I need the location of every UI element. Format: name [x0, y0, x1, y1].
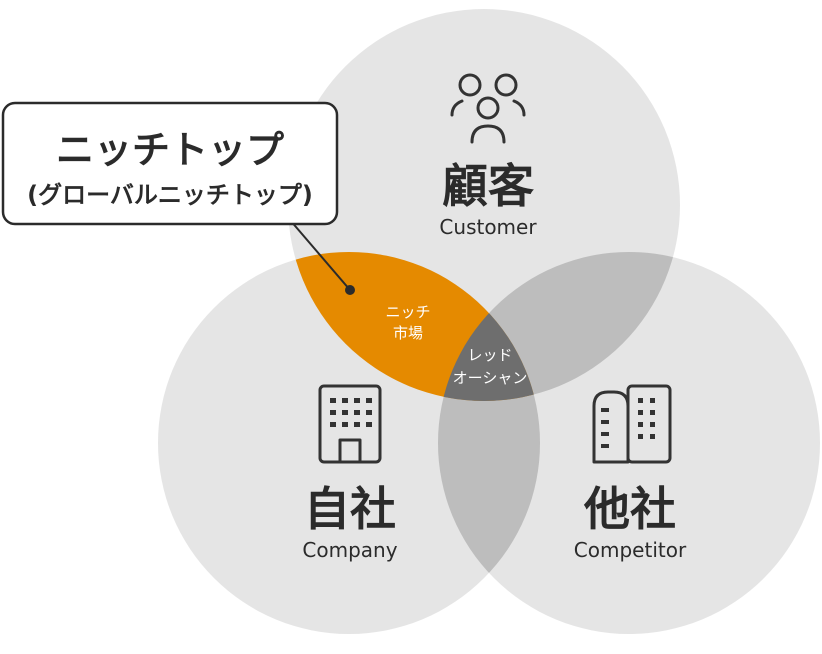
customer-competitor-overlap: [438, 252, 680, 401]
red-ocean-label-line2: オーシャン: [453, 369, 528, 387]
buildings-icon: [592, 384, 672, 464]
company-subtitle: Company: [302, 538, 397, 562]
customer-subtitle: Customer: [439, 215, 537, 239]
callout-subtitle: (グローバルニッチトップ): [27, 181, 313, 209]
company-title: 自社: [304, 482, 396, 536]
callout-title: ニッチトップ: [56, 128, 284, 172]
niche-label-line2: 市場: [393, 324, 423, 342]
red-ocean-label-line1: レッド: [467, 346, 512, 364]
competitor-subtitle: Competitor: [574, 538, 687, 562]
callout-box: [1, 101, 339, 226]
building-icon: [318, 384, 382, 464]
niche-market-region: [288, 252, 540, 401]
niche-label-line1: ニッチ: [385, 303, 430, 321]
competitor-title: 他社: [583, 482, 676, 536]
callout-pointer-dot: [345, 285, 355, 295]
customer-title: 顧客: [442, 159, 534, 213]
people-icon: [450, 73, 526, 144]
callout-pointer-line: [289, 219, 351, 291]
